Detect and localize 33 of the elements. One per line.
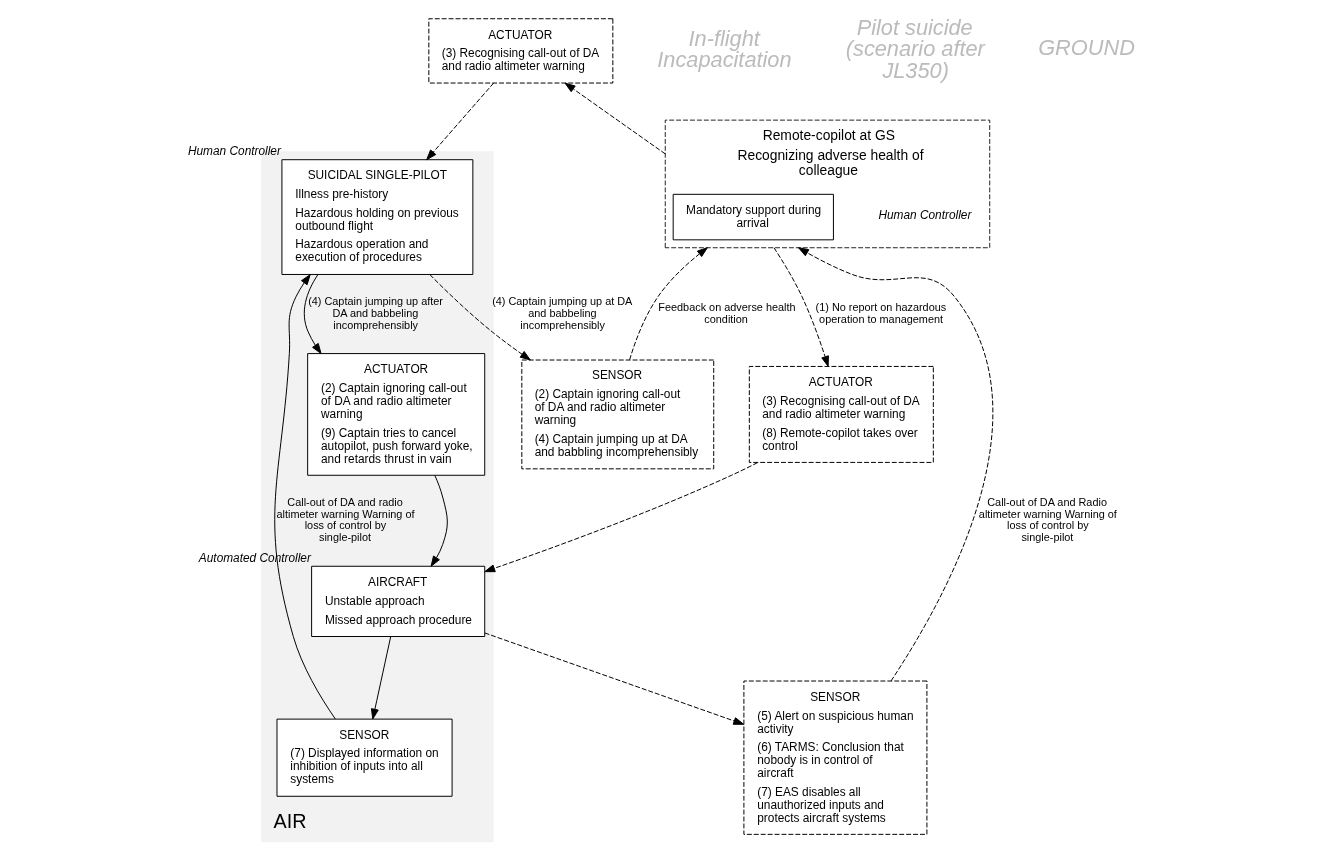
- arrow: [484, 632, 745, 725]
- node-box: ACTUATOR (2) Captain ignoring call-out of DA and radio altimeter warning (9) Captain tries to cancel autopilot, push forward yoke, and retards thrust in vain: [307, 353, 486, 476]
- edge-label: Call-out of DA and Radio altimeter warning Warning of loss of control by single-pilot: [978, 495, 1117, 544]
- arrow: [370, 636, 392, 720]
- node-label: Automated Controller: [198, 550, 311, 565]
- arrow: [430, 474, 448, 567]
- arrow: [429, 274, 531, 361]
- arrow: [773, 247, 829, 367]
- arrow: [274, 274, 336, 720]
- node-box: AIRCRAFT Unstable approach Missed approach procedure: [311, 565, 486, 637]
- label: Pilot suicide (scenario after JL350): [845, 14, 985, 84]
- arrow: [303, 274, 322, 354]
- edge-label: (4) Captain jumping up after DA and babbeling incomprehensibly: [308, 294, 443, 331]
- node-box: SENSOR (5) Alert on suspicious human activity (6) TARMS: Conclusion that nobody is in control of aircraft (7) EAS disables all unauthorized inputs and protects aircraft systems: [743, 680, 928, 835]
- edge-label: Feedback on adverse health condition: [658, 300, 796, 325]
- arrow: [629, 247, 708, 361]
- edge-label: (1) No report on hazardous operation to management: [815, 300, 947, 325]
- node-label: Human Controller: [878, 208, 972, 223]
- edge-label: (4) Captain jumping up at DA and babbeling incomprehensibly: [492, 294, 633, 331]
- node-box: SUICIDAL SINGLE-PILOT Illness pre-history Hazardous holding on previous outbound flight Hazardous operation and execution of procedures: [281, 159, 474, 275]
- arrow: [798, 247, 994, 682]
- node-box: SENSOR (7) Displayed information on inhibition of inputs into all systems: [276, 718, 453, 797]
- label: GROUND: [1038, 35, 1135, 61]
- arrow: [426, 82, 494, 161]
- arrow: [484, 462, 759, 573]
- node-box: ACTUATOR (3) Recognising call-out of DA and radio altimeter warning: [428, 18, 614, 84]
- node-label: Human Controller: [187, 144, 281, 159]
- node-box: Mandatory support during arrival: [672, 193, 834, 241]
- node-box: ACTUATOR (3) Recognising call-out of DA and radio altimeter warning (8) Remote-copilot takes over control: [748, 365, 934, 463]
- arrow: [564, 82, 666, 155]
- label: In-flight Incapacitation: [657, 25, 792, 73]
- node-box: SENSOR (2) Captain ignoring call-out of DA and radio altimeter warning (4) Captain jumping up at DA and babbling incomprehensibly: [521, 359, 715, 470]
- edge-label: Call-out of DA and radio altimeter warning Warning of loss of control by single-pilot: [276, 495, 415, 544]
